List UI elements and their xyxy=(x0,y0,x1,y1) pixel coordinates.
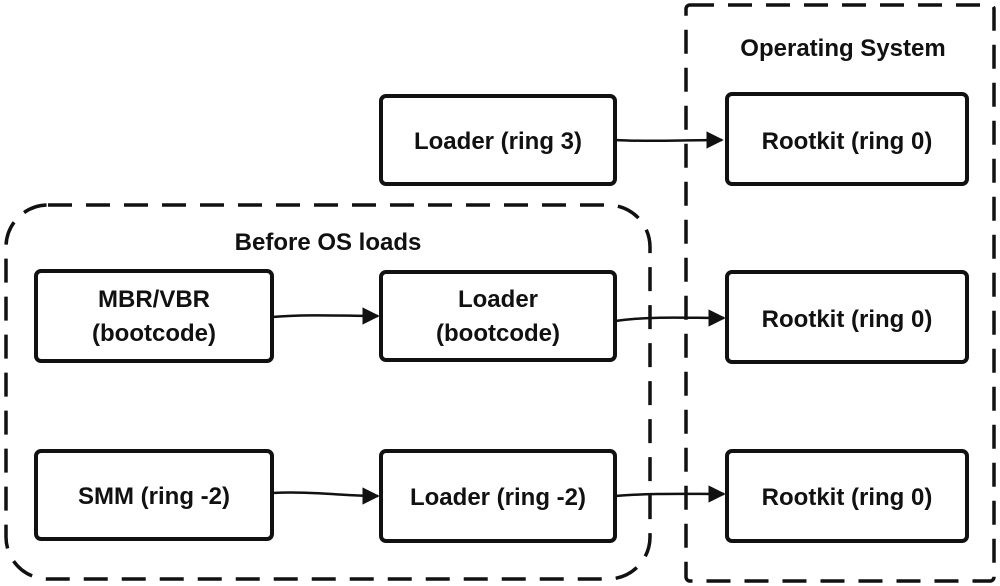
node-mbr-vbr-line1: MBR/VBR xyxy=(98,286,210,313)
edge-loader-ring-minus2-to-rootkit-bottom xyxy=(614,485,726,503)
group-before-os-loads-label: Before OS loads xyxy=(235,229,422,256)
edge-mbr-to-loader-bootcode xyxy=(271,307,380,325)
edge-loader-ring3-to-rootkit-top xyxy=(614,131,724,149)
node-rootkit-mid: Rootkit (ring 0) xyxy=(725,270,969,364)
group-operating-system: Operating System xyxy=(684,3,996,583)
node-mbr-vbr-line2: (bootcode) xyxy=(92,320,216,347)
node-rootkit-bottom: Rootkit (ring 0) xyxy=(725,449,969,543)
edge-loader-bootcode-to-rootkit-mid xyxy=(614,309,726,327)
node-loader-ring-minus2-label: Loader (ring -2) xyxy=(410,484,586,511)
node-loader-bootcode-line1: Loader xyxy=(458,286,538,313)
node-loader-bootcode-line2: (bootcode) xyxy=(436,320,560,347)
node-smm: SMM (ring -2) xyxy=(34,449,274,541)
node-rootkit-top-label: Rootkit (ring 0) xyxy=(762,128,933,155)
node-loader-ring3-label: Loader (ring 3) xyxy=(414,128,582,155)
node-rootkit-mid-label: Rootkit (ring 0) xyxy=(762,306,933,333)
node-loader-ring3: Loader (ring 3) xyxy=(379,94,617,186)
node-mbr-vbr: MBR/VBR (bootcode) xyxy=(34,269,274,363)
edges xyxy=(271,131,726,505)
node-rootkit-top: Rootkit (ring 0) xyxy=(725,92,969,186)
group-before-os-loads: Before OS loads xyxy=(4,203,652,581)
group-operating-system-label: Operating System xyxy=(740,35,945,62)
node-loader-ring-minus2: Loader (ring -2) xyxy=(379,449,617,543)
node-loader-bootcode: Loader (bootcode) xyxy=(379,270,617,362)
edge-smm-to-loader-ring-minus2 xyxy=(271,487,380,505)
node-smm-label: SMM (ring -2) xyxy=(78,483,230,510)
node-rootkit-bottom-label: Rootkit (ring 0) xyxy=(762,484,933,511)
